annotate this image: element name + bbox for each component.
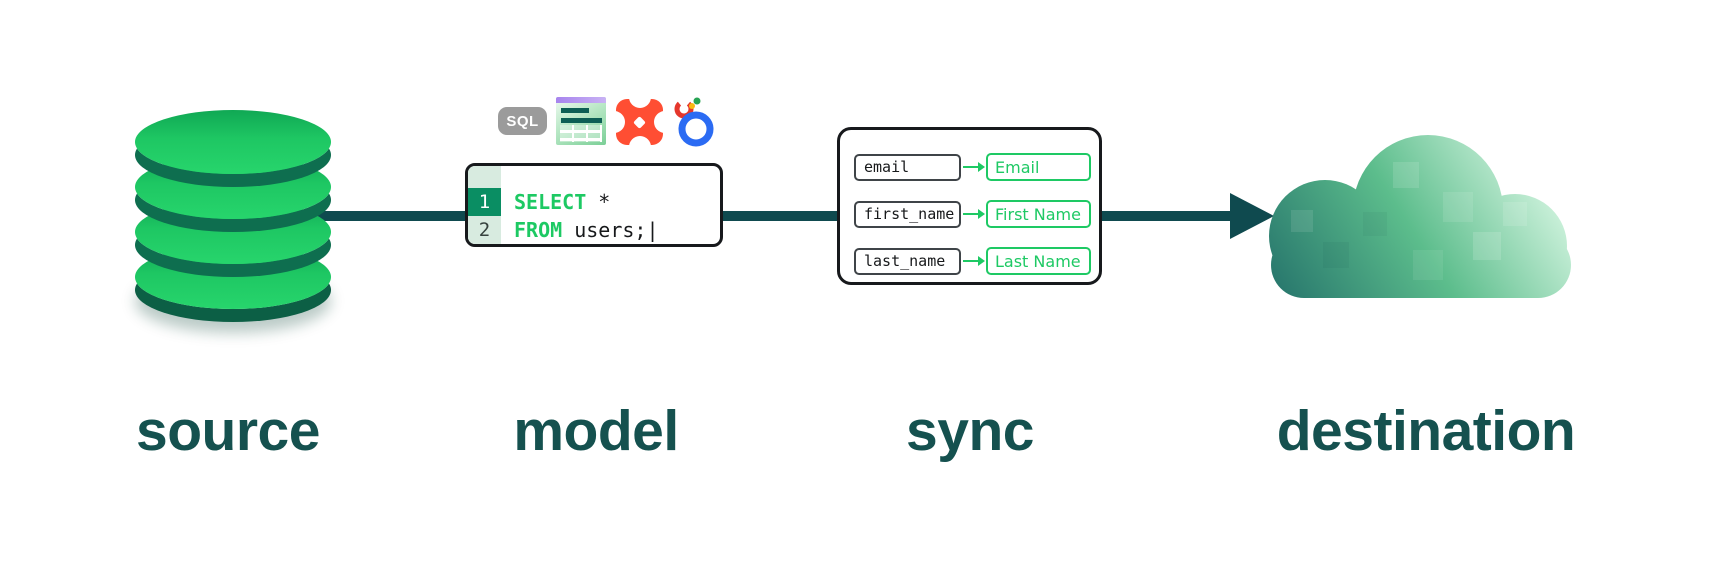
spreadsheet-title-line	[561, 108, 589, 113]
stage-label-source: source	[136, 399, 320, 463]
text-cursor: |	[646, 218, 659, 242]
code-text: SELECT *	[501, 190, 610, 214]
dbt-notch	[628, 136, 651, 145]
code-line: 1 SELECT *	[468, 188, 720, 216]
mapping-row: email Email	[854, 153, 1091, 181]
spreadsheet-icon	[556, 97, 606, 145]
database-icon	[135, 110, 331, 325]
spreadsheet-header-bar	[556, 97, 606, 103]
flow-arrow	[300, 211, 1240, 221]
dbt-notch	[654, 111, 663, 133]
dbt-icon	[616, 99, 663, 145]
sql-editor[interactable]: 1 SELECT * 2 FROM users;|	[465, 163, 723, 247]
line-number: 2	[478, 219, 491, 241]
sql-keyword: SELECT	[514, 190, 587, 214]
stage-label-sync: sync	[906, 399, 1034, 463]
field-mapping-panel: email Email first_name First Name last_n…	[837, 127, 1102, 285]
dbt-center-diamond	[633, 115, 646, 129]
stage-label-model: model	[513, 399, 679, 463]
looker-icon	[674, 97, 714, 147]
mapping-row: last_name Last Name	[854, 247, 1091, 275]
code-line: 2 FROM users;|	[468, 216, 720, 244]
sql-code: *	[586, 190, 611, 214]
stage-label-destination: destination	[1276, 399, 1576, 463]
target-field: First Name	[986, 200, 1091, 228]
mapping-row: first_name First Name	[854, 200, 1091, 228]
source-field: last_name	[854, 247, 961, 275]
sql-badge: SQL	[498, 107, 547, 135]
sql-keyword: FROM	[514, 218, 563, 242]
spreadsheet-grid	[560, 125, 602, 142]
sql-code: users;	[562, 218, 647, 242]
dbt-notch	[616, 111, 625, 133]
mapping-arrow-icon	[963, 209, 985, 219]
cloud-pixel-squares	[1291, 162, 1527, 280]
editor-code-area: 1 SELECT * 2 FROM users;|	[468, 188, 720, 244]
mapping-arrow-icon	[963, 256, 985, 266]
spreadsheet-title-line	[561, 118, 602, 123]
dbt-notch	[628, 99, 651, 108]
mapping-arrow-icon	[963, 162, 985, 172]
database-disk	[135, 110, 331, 174]
cloud-icon	[1269, 135, 1571, 298]
flow-arrowhead-icon	[1230, 193, 1274, 239]
line-number: 1	[468, 188, 501, 216]
code-text: FROM users;|	[501, 218, 659, 242]
target-field: Email	[986, 153, 1091, 181]
source-field: email	[854, 153, 961, 181]
source-field: first_name	[854, 200, 961, 228]
target-field: Last Name	[986, 247, 1091, 275]
